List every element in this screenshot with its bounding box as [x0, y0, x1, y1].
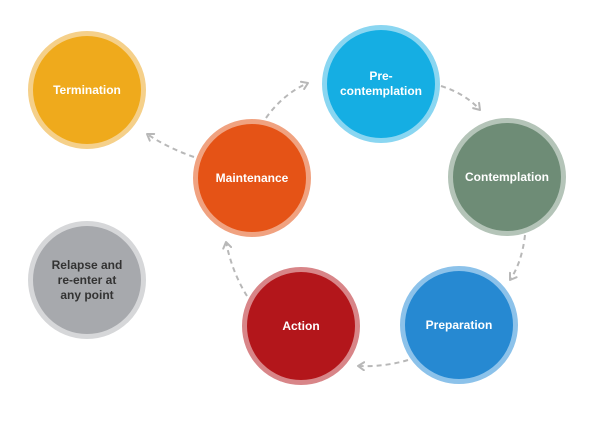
stage-relapse: Relapse and re-enter at any point [28, 221, 146, 339]
arrow-precontemplation-to-contemplation [440, 85, 481, 111]
arrow-maintenance-to-precontemplation [265, 80, 309, 119]
stage-termination: Termination [28, 31, 146, 149]
stage-precontemplation-label: Pre-contemplation [339, 69, 422, 98]
stage-contemplation-label: Contemplation [465, 169, 549, 184]
stage-preparation: Preparation [400, 266, 518, 384]
stage-relapse-label: Relapse and re-enter at any point [51, 257, 123, 302]
arrow-contemplation-to-preparation [508, 234, 526, 281]
arrow-preparation-to-action [357, 359, 409, 372]
arrow-maintenance-to-termination [146, 132, 195, 158]
stage-contemplation: Contemplation [448, 118, 566, 236]
stage-precontemplation: Pre-contemplation [322, 25, 440, 143]
stage-preparation-label: Preparation [425, 317, 493, 332]
arrow-action-to-maintenance [222, 241, 248, 297]
stage-termination-label: Termination [53, 82, 121, 97]
stage-action: Action [242, 267, 360, 385]
stage-maintenance-label: Maintenance [215, 170, 289, 185]
stage-maintenance: Maintenance [193, 119, 311, 237]
stage-action-label: Action [282, 318, 320, 333]
